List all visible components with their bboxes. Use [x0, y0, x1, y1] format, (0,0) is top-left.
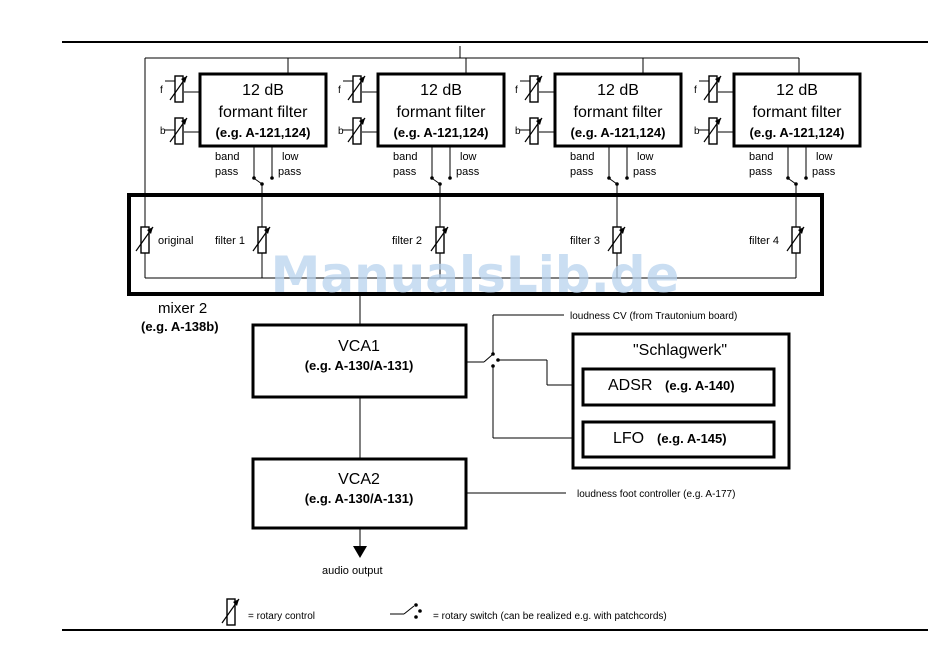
bandwidth-pot-icon[interactable]: [703, 117, 722, 145]
filter-box: [553, 72, 683, 148]
adsr-example: (e.g. A-140): [665, 378, 735, 393]
low-pass-label-1: low: [816, 151, 833, 163]
mixer-example: (e.g. A-138b): [141, 319, 219, 334]
output-switch-icon[interactable]: [430, 176, 452, 186]
channel-label-filter-4: filter 4: [749, 235, 779, 247]
cv-source-switch-icon[interactable]: [483, 352, 500, 368]
frequency-pot-icon[interactable]: [524, 75, 543, 103]
adsr-box: [581, 367, 776, 407]
pot-label-b: b: [515, 126, 521, 137]
legend-rotary-switch: = rotary switch (can be realized e.g. wi…: [433, 611, 667, 622]
legend: = rotary control = rotary switch (can be…: [221, 598, 667, 626]
vca2-module: VCA2 (e.g. A-130/A-131): [251, 457, 468, 530]
cv-wiring: [466, 314, 583, 494]
frequency-pot-icon[interactable]: [703, 75, 722, 103]
low-pass-label-2: pass: [812, 166, 836, 178]
pot-label-b: b: [160, 126, 166, 137]
rotary-switch-icon: [390, 603, 422, 619]
frequency-pot-icon[interactable]: [169, 75, 188, 103]
low-pass-label-2: pass: [278, 166, 302, 178]
band-pass-label-1: band: [749, 151, 773, 163]
filter-box: [198, 72, 328, 148]
channel-label-filter-3: filter 3: [570, 235, 600, 247]
filter-module-2: f b 12 dB formant filter (e.g. A-121,124…: [338, 72, 506, 228]
filter-name: formant filter: [574, 104, 664, 121]
vca1-example: (e.g. A-130/A-131): [305, 358, 414, 373]
channel-label-original: original: [158, 235, 193, 247]
filter-slope: 12 dB: [597, 82, 639, 99]
output-switch-icon[interactable]: [252, 176, 274, 186]
filter-slope: 12 dB: [776, 82, 818, 99]
legend-rotary-control: = rotary control: [248, 611, 315, 622]
band-pass-label-1: band: [215, 151, 239, 163]
vca2-box: [251, 457, 468, 530]
output-switch-icon[interactable]: [786, 176, 808, 186]
bandwidth-pot-icon[interactable]: [347, 117, 366, 145]
filter-name: formant filter: [753, 104, 843, 121]
filter-example: (e.g. A-121,124): [750, 125, 845, 140]
bandwidth-pot-icon[interactable]: [169, 117, 188, 145]
loudness-cv-label: loudness CV (from Trautonium board): [570, 311, 737, 322]
band-pass-label-2: pass: [215, 166, 239, 178]
output-switch-icon[interactable]: [607, 176, 629, 186]
vca2-title: VCA2: [338, 471, 380, 488]
mixer-module: original filter 1 filter 2 filter 3 filt…: [127, 193, 824, 334]
channel-label-filter-1: filter 1: [215, 235, 245, 247]
band-pass-label-2: pass: [570, 166, 594, 178]
vca1-box: [251, 323, 468, 399]
pot-label-b: b: [338, 126, 344, 137]
filter-module-1: f b 12 dB formant filter (e.g. A-121,124…: [160, 72, 328, 228]
band-pass-label-1: band: [570, 151, 594, 163]
filter-name: formant filter: [219, 104, 309, 121]
filter-name: formant filter: [397, 104, 487, 121]
audio-output-arrow-icon: [353, 546, 367, 558]
low-pass-label-1: low: [460, 151, 477, 163]
pot-label-f: f: [515, 85, 518, 96]
filter-example: (e.g. A-121,124): [571, 125, 666, 140]
watermark: ManualsLib.de: [271, 246, 680, 304]
rotary-control-icon: [221, 598, 240, 626]
filter-module-4: f b 12 dB formant filter (e.g. A-121,124…: [694, 72, 862, 228]
pot-label-f: f: [160, 85, 163, 96]
bandwidth-pot-icon[interactable]: [524, 117, 543, 145]
filter-module-3: f b 12 dB formant filter (e.g. A-121,124…: [515, 72, 683, 228]
lfo-example: (e.g. A-145): [657, 431, 727, 446]
lfo-name: LFO: [613, 430, 644, 447]
frequency-pot-icon[interactable]: [347, 75, 366, 103]
low-pass-label-1: low: [282, 151, 299, 163]
filter-example: (e.g. A-121,124): [216, 125, 311, 140]
filter-example: (e.g. A-121,124): [394, 125, 489, 140]
low-pass-label-2: pass: [633, 166, 657, 178]
filter-slope: 12 dB: [420, 82, 462, 99]
vca2-example: (e.g. A-130/A-131): [305, 491, 414, 506]
schlagwerk-title: "Schlagwerk": [633, 342, 727, 359]
audio-output-label: audio output: [322, 565, 383, 577]
vca1-title: VCA1: [338, 338, 380, 355]
pot-label-f: f: [694, 85, 697, 96]
filter-box: [376, 72, 506, 148]
input-bus: [144, 46, 800, 215]
foot-controller-label: loudness foot controller (e.g. A-177): [577, 489, 735, 500]
band-pass-label-1: band: [393, 151, 417, 163]
filter-slope: 12 dB: [242, 82, 284, 99]
adsr-name: ADSR: [608, 377, 652, 394]
pot-label-f: f: [338, 85, 341, 96]
vca1-module: VCA1 (e.g. A-130/A-131): [251, 323, 468, 399]
schlagwerk-module: "Schlagwerk" ADSR (e.g. A-140) LFO (e.g.…: [571, 332, 791, 470]
mixer-name: mixer 2: [158, 300, 207, 317]
low-pass-label-1: low: [637, 151, 654, 163]
low-pass-label-2: pass: [456, 166, 480, 178]
lfo-box: [581, 420, 776, 459]
band-pass-label-2: pass: [749, 166, 773, 178]
pot-label-b: b: [694, 126, 700, 137]
channel-label-filter-2: filter 2: [392, 235, 422, 247]
band-pass-label-2: pass: [393, 166, 417, 178]
filter-box: [732, 72, 862, 148]
